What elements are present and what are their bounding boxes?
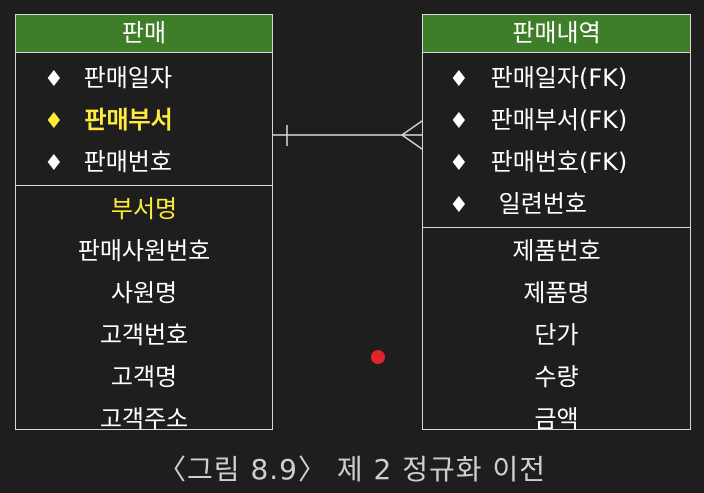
pk-label: 판매일자(FK) xyxy=(490,64,628,92)
entity-sales-title: 판매 xyxy=(16,15,272,53)
pk-label: 판매번호(FK) xyxy=(490,148,628,176)
attribute-row: 판매사원번호 xyxy=(77,237,211,265)
crows-foot-lower xyxy=(401,134,423,150)
pk-row: ♦ 일련번호 xyxy=(423,183,690,225)
entity-sales-detail: 판매내역 ♦ 판매일자(FK) ♦ 판매부서(FK) ♦ 판매번호(FK) ♦ … xyxy=(422,14,691,433)
entity-sales-detail-pk-section: ♦ 판매일자(FK) ♦ 판매부서(FK) ♦ 판매번호(FK) ♦ 일련번호 xyxy=(423,53,690,228)
attribute-row: 사원명 xyxy=(110,279,178,307)
pk-row: ♦ 판매일자 xyxy=(16,57,272,99)
attribute-row: 단가 xyxy=(534,321,579,349)
figure-caption: 〈그림 8.9〉 제 2 정규화 이전 xyxy=(158,453,546,486)
diamond-icon: ♦ xyxy=(44,67,64,92)
diamond-icon: ♦ xyxy=(44,151,64,176)
diamond-icon: ♦ xyxy=(44,109,64,134)
attribute-row: 고객번호 xyxy=(99,321,189,349)
pk-row: ♦ 판매부서 xyxy=(16,99,272,141)
pk-row: ♦ 판매일자(FK) xyxy=(423,57,690,99)
pk-label: 판매부서 xyxy=(84,106,173,134)
pk-label: 일련번호 xyxy=(498,190,587,218)
pk-row: ♦ 판매부서(FK) xyxy=(423,99,690,141)
pk-row: ♦ 판매번호(FK) xyxy=(423,141,690,183)
entity-sales-attributes: 부서명 판매사원번호 사원명 고객번호 고객명 고객주소 xyxy=(16,186,272,440)
pk-label: 판매일자 xyxy=(83,64,172,92)
attribute-row: 부서명 xyxy=(110,195,178,223)
diamond-icon: ♦ xyxy=(449,67,469,92)
attribute-row: 제품번호 xyxy=(512,237,601,265)
attribute-row: 고객명 xyxy=(110,363,178,391)
entity-sales-pk-section: ♦ 판매일자 ♦ 판매부서 ♦ 판매번호 xyxy=(16,53,272,186)
diamond-icon: ♦ xyxy=(449,109,469,134)
entity-sales: 판매 ♦ 판매일자 ♦ 판매부서 ♦ 판매번호 부서명 판매사원번호 사원명 고… xyxy=(15,14,273,433)
entity-sales-detail-title: 판매내역 xyxy=(423,15,690,53)
pk-label: 판매번호 xyxy=(83,148,172,176)
pk-row: ♦ 판매번호 xyxy=(16,141,272,183)
attribute-row: 고객주소 xyxy=(99,405,189,433)
attribute-row: 수량 xyxy=(534,363,579,391)
entity-sales-detail-attributes: 제품번호 제품명 단가 수량 금액 xyxy=(423,228,690,440)
diamond-icon: ♦ xyxy=(449,193,469,218)
attribute-row: 금액 xyxy=(534,405,579,433)
attribute-row: 제품명 xyxy=(523,279,590,307)
crows-foot-upper xyxy=(401,120,423,136)
pk-label: 판매부서(FK) xyxy=(490,106,628,134)
laser-pointer-dot xyxy=(371,350,385,364)
diamond-icon: ♦ xyxy=(449,151,469,176)
